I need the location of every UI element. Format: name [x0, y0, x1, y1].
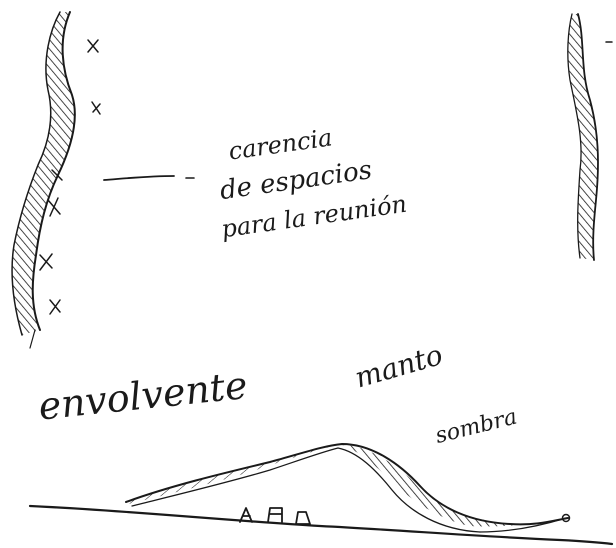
label-mantle: manto	[351, 338, 446, 394]
label-envelope: envolvente	[36, 363, 249, 429]
annotation-text: carencia de espacios para la reunión	[209, 114, 409, 243]
leader-line	[104, 176, 194, 180]
left-hatched-strip	[12, 12, 75, 348]
annotation-line1: carencia	[227, 123, 334, 165]
right-hatched-strip	[568, 14, 612, 260]
label-shade: sombra	[433, 405, 520, 449]
canopy-mantle	[126, 444, 570, 532]
